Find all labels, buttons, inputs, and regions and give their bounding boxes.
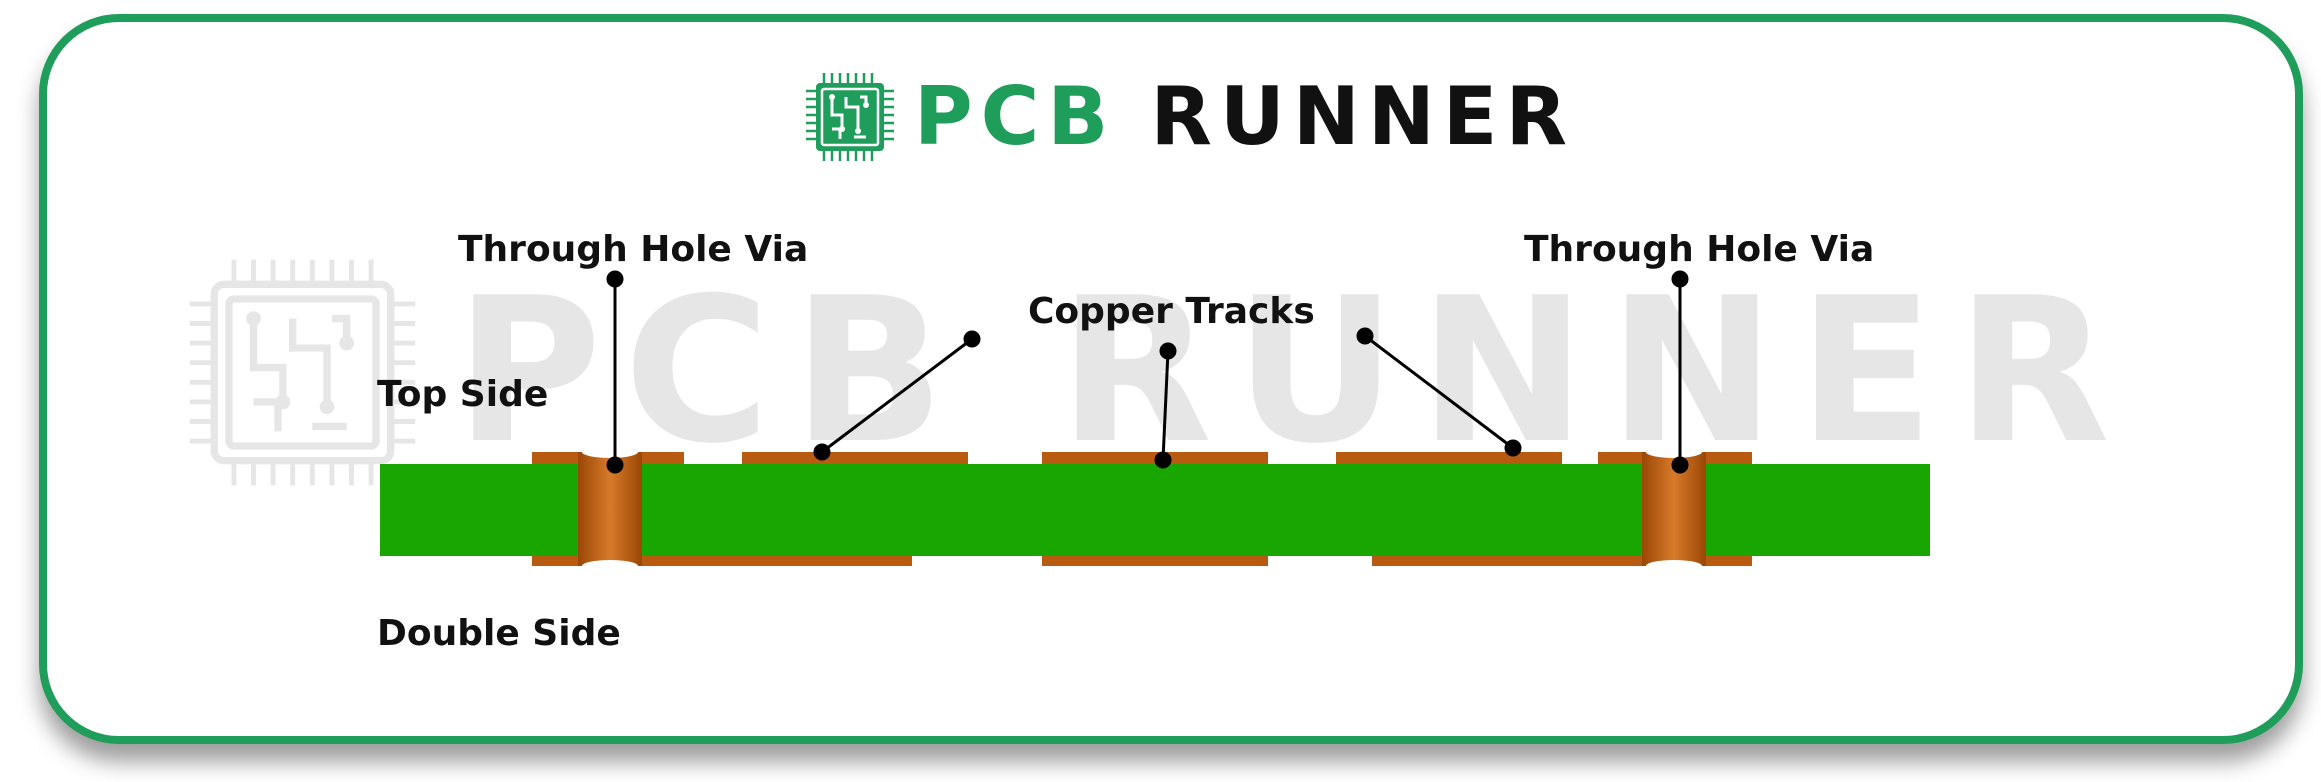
label-through-hole-via-left: Through Hole Via xyxy=(458,229,809,270)
brand-name-part1: PCB xyxy=(914,70,1117,163)
label-through-hole-via-right: Through Hole Via xyxy=(1524,229,1875,270)
label-top-side: Top Side xyxy=(377,374,549,415)
leader-track-2 xyxy=(1161,350,1170,461)
diagram-card xyxy=(39,14,2303,744)
watermark-text: PCB RUNNER xyxy=(455,255,2133,488)
label-double-side: Double Side xyxy=(377,613,621,654)
brand-logo: PCB RUNNER xyxy=(800,52,1575,182)
brand-name-part2: RUNNER xyxy=(1150,70,1576,163)
watermark-chip-icon xyxy=(189,259,416,486)
label-copper-tracks: Copper Tracks xyxy=(1028,291,1315,332)
top-copper-track-3 xyxy=(1336,452,1562,466)
via-hole-bottom-left xyxy=(582,560,638,572)
via-hole-bottom-right xyxy=(1646,560,1702,572)
circuit-chip-icon xyxy=(806,73,894,161)
leader-track-1 xyxy=(821,337,973,454)
top-copper-track-1 xyxy=(742,452,968,466)
via-hole-top-left xyxy=(582,446,638,458)
leader-track-3 xyxy=(1364,334,1514,450)
via-hole-top-right xyxy=(1646,446,1702,458)
